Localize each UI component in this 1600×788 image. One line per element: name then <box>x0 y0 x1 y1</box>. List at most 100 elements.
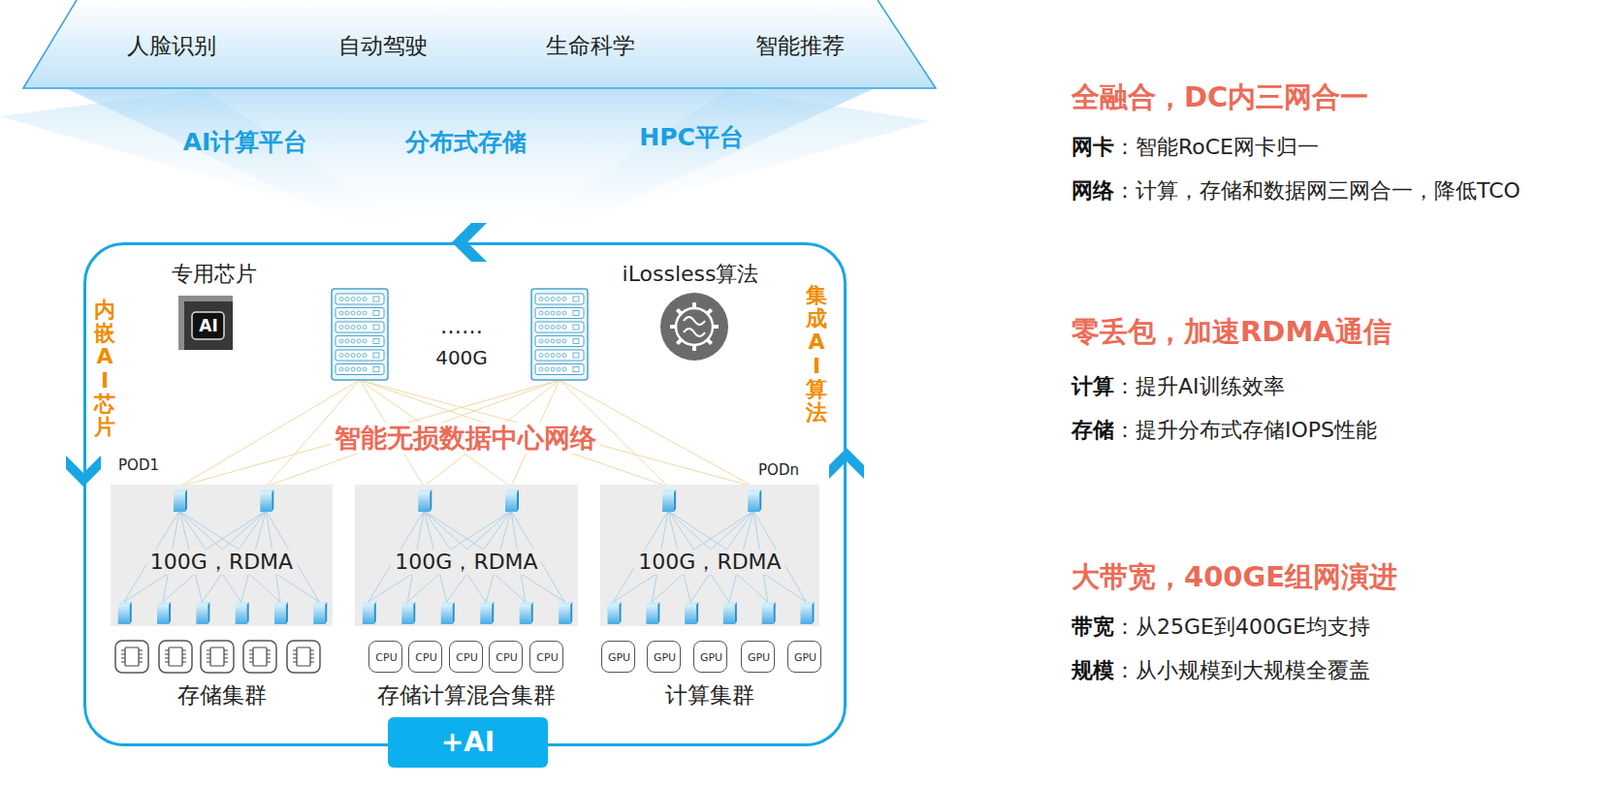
chip-pin <box>292 654 297 656</box>
chip-shadow <box>178 295 233 351</box>
switch-top <box>662 489 676 493</box>
text-row: 大带宽，400GE组网演进 <box>1071 560 1398 595</box>
switch-front <box>480 605 492 625</box>
rack-port <box>562 339 567 344</box>
chip-pin <box>292 662 297 664</box>
rack-port <box>539 353 544 358</box>
feature-term: 规模 <box>1071 658 1115 683</box>
chip-pin <box>138 662 143 664</box>
platform-label: HPC平台 <box>639 123 744 153</box>
processor-box: CPU <box>529 640 564 673</box>
chip-pin <box>121 662 126 664</box>
switch-front <box>417 492 430 512</box>
storage-node-icon <box>115 640 149 673</box>
text-row: 带宽：从25GE到400GE均支持 <box>1071 614 1371 640</box>
text-row: 零丢包，加速RDMA通信 <box>1071 315 1392 350</box>
switch-side <box>185 489 188 512</box>
chip-pin <box>266 650 271 652</box>
switch-top <box>313 602 327 606</box>
chip-pin <box>121 658 126 660</box>
feature-heading: 零丢包，加速RDMA通信 <box>1071 315 1392 349</box>
gear-tooth <box>712 324 719 329</box>
node-text: iLossless算法 <box>622 261 760 288</box>
switch-icon <box>235 602 250 625</box>
rack-port <box>351 367 355 372</box>
gear-tooth <box>676 309 681 314</box>
chip-pin <box>292 650 297 652</box>
feature-text: ：计算，存储和数据网三网合一，降低TCO <box>1114 178 1521 203</box>
rack-port <box>339 353 344 358</box>
text-row: 存储：提升分布式存储IOPS性能 <box>1071 417 1377 444</box>
switch-icon <box>195 602 210 625</box>
rack-led <box>373 296 380 302</box>
switch-top <box>195 602 210 606</box>
chip-pin <box>249 650 254 652</box>
chip-pin <box>224 658 228 660</box>
switch-side <box>271 489 274 512</box>
chip-pin <box>182 650 187 652</box>
node-text: GPU <box>794 651 817 665</box>
switch-side <box>657 602 660 625</box>
rack-port <box>562 367 567 372</box>
switch-icon <box>313 602 327 625</box>
switch-icon <box>645 602 660 625</box>
rack-port <box>345 325 350 330</box>
rack-port <box>362 339 367 344</box>
feature-term: 存储 <box>1071 417 1115 443</box>
rack-port <box>550 339 555 344</box>
rack-unit <box>535 350 584 361</box>
brain-fold <box>683 317 705 337</box>
rack-led <box>373 311 380 317</box>
switch-side <box>129 602 132 625</box>
switch-front <box>723 605 736 625</box>
chip-pin <box>121 650 126 652</box>
processor-box: CPU <box>488 640 523 673</box>
storage-chip <box>296 647 311 667</box>
switch-top <box>762 602 776 606</box>
switch-front <box>118 605 130 625</box>
switch-icon <box>173 489 188 512</box>
switch-top <box>173 489 188 493</box>
chip-pin <box>249 662 254 664</box>
chip-pin <box>182 658 187 660</box>
rack-port <box>544 311 549 316</box>
node-text: 100G，RDMA <box>146 549 297 576</box>
node-text: GPU <box>747 651 770 665</box>
storage-node-frame <box>159 640 192 673</box>
switch-front <box>800 605 812 625</box>
processor-box: GPU <box>787 640 822 673</box>
storage-node-icon <box>287 640 320 673</box>
rack-port <box>539 325 544 330</box>
processor-box: GPU <box>646 640 681 673</box>
switch-icon <box>362 602 377 625</box>
node-text: 100G，RDMA <box>634 549 785 576</box>
switch-front <box>662 492 674 512</box>
rack-port <box>339 367 344 372</box>
chip-pin <box>310 650 315 652</box>
node-text: POD1 <box>118 456 160 475</box>
switch-front <box>505 492 517 512</box>
switch-side <box>531 602 534 625</box>
ai-chip-icon <box>178 295 233 351</box>
rack-port <box>339 311 344 316</box>
switch-top <box>259 489 274 493</box>
chip-pin <box>249 654 254 656</box>
rack-port <box>562 353 567 358</box>
chip-pin <box>206 654 211 656</box>
feature-text: ：从25GE到400GE均支持 <box>1114 614 1371 640</box>
storage-node-icon <box>243 640 277 673</box>
rack-port <box>562 325 567 330</box>
chip-pin <box>206 650 211 652</box>
text-row: 网络：计算，存储和数据网三网合一，降低TCO <box>1071 178 1521 204</box>
feature-text: ：智能RoCE网卡归一 <box>1114 134 1319 160</box>
rack-unit <box>535 308 584 320</box>
switch-front <box>608 605 620 625</box>
feature-term: 网卡 <box>1071 134 1115 160</box>
node-text: 100G，RDMA <box>390 549 542 576</box>
rack-port <box>351 353 355 358</box>
switch-side <box>324 602 327 625</box>
node-text: …… <box>440 314 483 340</box>
rack-unit <box>535 321 584 333</box>
rack-unit <box>335 293 384 305</box>
switch-front <box>259 492 272 512</box>
